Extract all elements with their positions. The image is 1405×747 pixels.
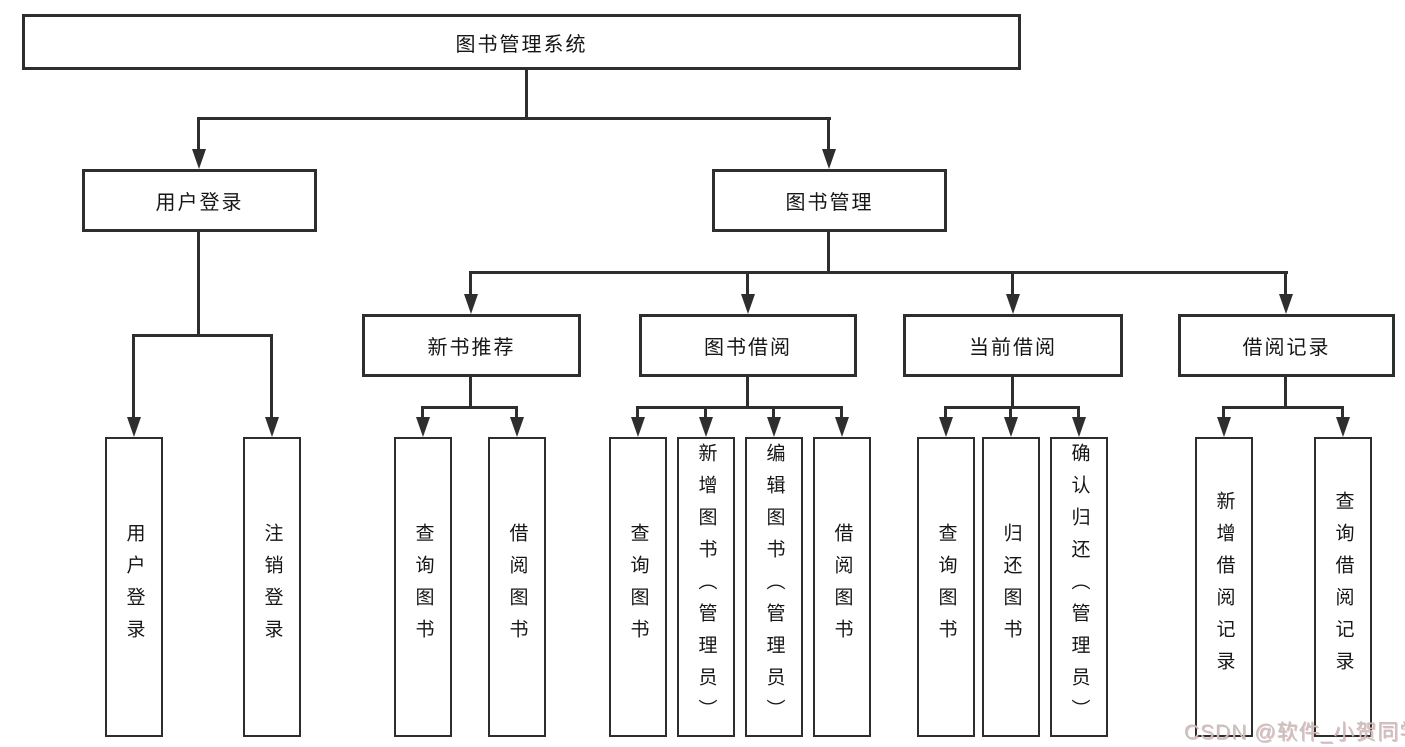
arrowhead-down-icon [416,417,430,437]
borrow-edit-book-admin-label: 编辑图书（管理员） [763,443,785,731]
connector-line [840,406,843,419]
connector-line [1009,406,1012,419]
leaf-user-login-label: 用户登录 [123,523,145,651]
record-query-borrow-record-box: 查询借阅记录 [1314,437,1372,737]
connector-line [1222,406,1225,419]
connector-line [1284,377,1287,409]
borrow-query-book-label: 查询图书 [627,523,649,651]
connector-line [636,406,843,409]
connector-line [469,271,472,296]
connector-line [198,117,831,120]
connector-line [1077,406,1080,419]
leaf-user-login-box: 用户登录 [105,437,163,737]
recommend-borrow-book-label: 借阅图书 [506,523,528,651]
arrowhead-down-icon [265,417,279,437]
borrow-edit-book-admin-box: 编辑图书（管理员） [745,437,803,737]
current-confirm-return-admin-box: 确认归还（管理员） [1050,437,1108,737]
connector-line [704,406,707,419]
connector-line [772,406,775,419]
connector-line [132,334,135,419]
book-management-box: 图书管理 [712,169,947,232]
recommend-borrow-book-box: 借阅图书 [488,437,546,737]
current-return-book-box: 归还图书 [982,437,1040,737]
book-borrow-box: 图书借阅 [639,314,857,377]
borrow-record-box: 借阅记录 [1178,314,1395,377]
connector-line [746,377,749,409]
connector-line [944,406,1080,409]
arrowhead-down-icon [510,417,524,437]
arrowhead-down-icon [1217,417,1231,437]
root-box-library-system: 图书管理系统 [22,14,1021,70]
arrowhead-down-icon [1279,294,1293,314]
connector-line [746,271,749,296]
connector-line [1284,271,1287,296]
user-login-box: 用户登录 [82,169,317,232]
borrow-query-book-box: 查询图书 [609,437,667,737]
arrowhead-down-icon [939,417,953,437]
connector-line [525,70,528,118]
connector-line [132,334,273,337]
record-query-borrow-record-label: 查询借阅记录 [1332,491,1354,683]
connector-line [636,406,639,419]
book-borrow-label: 图书借阅 [704,337,792,359]
new-book-recommend-label: 新书推荐 [427,337,516,359]
new-book-recommend-box: 新书推荐 [362,314,581,377]
arrowhead-down-icon [835,417,849,437]
connector-line [827,232,830,274]
leaf-logout-login-box: 注销登录 [243,437,301,737]
arrowhead-down-icon [1336,417,1350,437]
arrowhead-down-icon [767,417,781,437]
arrowhead-down-icon [1072,417,1086,437]
current-query-book-label: 查询图书 [935,523,957,651]
connector-line [1011,271,1014,296]
arrowhead-down-icon [192,149,206,169]
borrow-add-book-admin-label: 新增图书（管理员） [695,443,717,731]
arrowhead-down-icon [1004,417,1018,437]
current-borrow-label: 当前借阅 [969,337,1057,359]
connector-line [827,117,830,151]
connector-line [270,334,273,419]
connector-line [421,406,518,409]
connector-line [1222,406,1344,409]
current-borrow-box: 当前借阅 [903,314,1123,377]
user-login-label: 用户登录 [155,192,244,214]
arrowhead-down-icon [1006,294,1020,314]
arrowhead-down-icon [741,294,755,314]
current-return-book-label: 归还图书 [1000,523,1022,651]
connector-line [470,271,1288,274]
csdn-watermark: CSDN @软件_小贺同学 [1184,721,1405,744]
record-add-borrow-record-box: 新增借阅记录 [1195,437,1253,737]
borrow-add-book-admin-box: 新增图书（管理员） [677,437,735,737]
connector-line [1341,406,1344,419]
connector-line [197,232,200,336]
arrowhead-down-icon [631,417,645,437]
leaf-logout-login-label: 注销登录 [261,523,283,651]
connector-line [421,406,424,419]
current-confirm-return-admin-label: 确认归还（管理员） [1068,443,1090,731]
borrow-borrow-book-label: 借阅图书 [831,523,853,651]
borrow-record-label: 借阅记录 [1242,337,1331,359]
arrowhead-down-icon [464,294,478,314]
connector-line [469,377,472,409]
connector-line [197,117,200,151]
borrow-borrow-book-box: 借阅图书 [813,437,871,737]
connector-line [944,406,947,419]
recommend-query-book-label: 查询图书 [412,523,434,651]
record-add-borrow-record-label: 新增借阅记录 [1213,491,1235,683]
current-query-book-box: 查询图书 [917,437,975,737]
arrowhead-down-icon [127,417,141,437]
connector-line [1011,377,1014,409]
arrowhead-down-icon [822,149,836,169]
book-management-label: 图书管理 [785,192,874,214]
root-label: 图书管理系统 [455,33,588,56]
connector-line [515,406,518,419]
recommend-query-book-box: 查询图书 [394,437,452,737]
arrowhead-down-icon [699,417,713,437]
